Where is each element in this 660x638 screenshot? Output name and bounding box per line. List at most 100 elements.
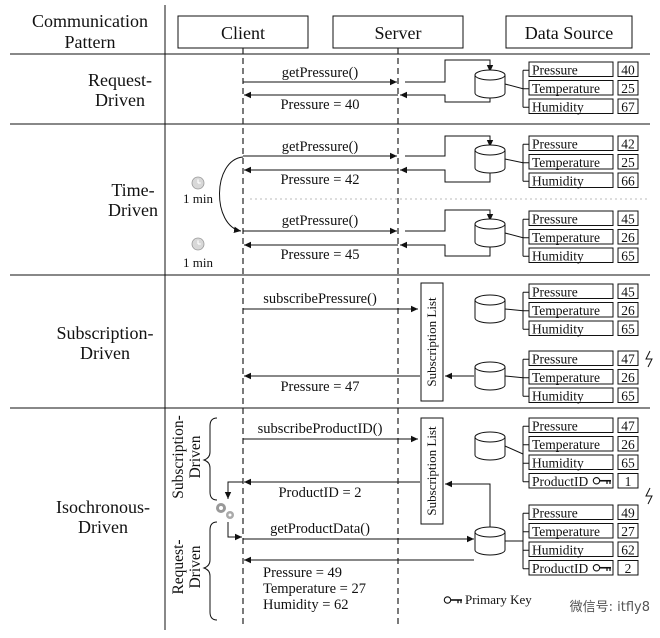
request-trigger-arrow: [227, 522, 242, 541]
field-value: 65: [621, 249, 635, 264]
field-value: 26: [621, 303, 635, 318]
table-cell-value: [617, 154, 639, 170]
sub-bracket-label: Subscription-: [170, 415, 187, 499]
table-cell-name: [528, 135, 614, 151]
field-name: Temperature: [532, 230, 600, 245]
field-value: 66: [621, 174, 635, 189]
iso-response-label-1: ProductID = 2: [278, 485, 361, 501]
table-cell-name: [528, 154, 614, 170]
field-value: 45: [621, 212, 635, 227]
database-icon: [474, 294, 506, 324]
table-cell-value: [617, 98, 639, 114]
table-cell-name: [528, 541, 614, 557]
field-name: ProductID: [532, 561, 588, 576]
database-icon: [474, 526, 506, 556]
interval-label: 1 min: [183, 191, 213, 206]
request-call-label: getPressure(): [282, 65, 359, 81]
table-cell-name: [528, 247, 614, 263]
table-cell-value: [617, 387, 639, 403]
field-value: 49: [621, 506, 635, 521]
time-response-label-1: Pressure = 42: [280, 172, 359, 188]
table-cell-value: [617, 135, 639, 151]
field-value: 26: [621, 437, 635, 452]
trigger-arrow: [224, 481, 243, 499]
field-name: Pressure: [532, 212, 578, 227]
table-cell-name: [528, 387, 614, 403]
table-cell-name: [528, 172, 614, 188]
table-cell-name: [528, 473, 614, 489]
row-label-time-driven: Time-: [111, 180, 154, 200]
table-cell-value: [617, 247, 639, 263]
table-cell-name: [528, 369, 614, 385]
field-name: Temperature: [532, 437, 600, 452]
data-source-header: Data Source: [525, 23, 613, 43]
table-cell-value: [617, 80, 639, 96]
table-cell-value: [617, 350, 639, 366]
field-name: Humidity: [532, 249, 584, 264]
table-cell-name: [528, 61, 614, 77]
table-cell-value: [617, 229, 639, 245]
row-label-subscription-driven: Subscription-: [57, 323, 154, 343]
field-value: 47: [621, 419, 635, 434]
table-cell-value: [617, 210, 639, 226]
field-name: Pressure: [532, 285, 578, 300]
req-bracket-label: Request-: [170, 539, 187, 594]
field-value: 65: [621, 389, 635, 404]
field-name: ProductID: [532, 474, 588, 489]
subscription-list-box: [420, 282, 444, 402]
database-icon: [474, 69, 506, 99]
repeat-interval-arrow: [219, 156, 244, 233]
field-value: 40: [621, 63, 635, 78]
field-name: Humidity: [532, 322, 584, 337]
field-value: 2: [625, 561, 632, 576]
data-source-header-box: [505, 15, 633, 49]
timer-icon: [191, 237, 205, 251]
request-response-label: Pressure = 40: [280, 97, 359, 113]
field-name: Temperature: [532, 370, 600, 385]
table-cell-value: [617, 61, 639, 77]
database-icon: [474, 144, 506, 174]
database-icon: [474, 361, 506, 391]
table-cell-value: [617, 302, 639, 318]
row-label-request-driven-2: Driven: [95, 90, 145, 110]
field-name: Temperature: [532, 81, 600, 96]
field-value: 25: [621, 155, 635, 170]
field-value: 25: [621, 81, 635, 96]
table-cell-name: [528, 210, 614, 226]
iso-notify-arrow: [445, 480, 491, 528]
table-cell-name: [528, 283, 614, 299]
req-bracket-label-2: Driven: [187, 545, 204, 588]
field-value: 65: [621, 456, 635, 471]
time-response-label-2: Pressure = 45: [280, 247, 359, 263]
field-name: Humidity: [532, 389, 584, 404]
field-name: Humidity: [532, 100, 584, 115]
field-value: 27: [621, 524, 635, 539]
subscription-list-label: Subscription List: [424, 297, 439, 387]
field-name: Pressure: [532, 137, 578, 152]
subscription-list-box: [420, 417, 444, 525]
table-cell-name: [528, 523, 614, 539]
table-cell-value: [617, 172, 639, 188]
table-cell-name: [528, 436, 614, 452]
table-cell-name: [528, 417, 614, 433]
table-cell-name: [528, 80, 614, 96]
field-value: 62: [621, 543, 635, 558]
table-cell-value: [617, 369, 639, 385]
iso-response-line-2: Temperature = 27: [263, 581, 366, 597]
iso-call-label-2: getProductData(): [270, 521, 370, 537]
field-value: 26: [621, 370, 635, 385]
field-value: 45: [621, 285, 635, 300]
subscription-list-label: Subscription List: [424, 426, 439, 516]
iso-response-line-1: Pressure = 49: [263, 565, 342, 581]
time-call-label-1: getPressure(): [282, 139, 359, 155]
timer-icon: [191, 176, 205, 190]
table-cell-value: [617, 454, 639, 470]
client-header: Client: [221, 23, 265, 43]
iso-call-label-1: subscribeProductID(): [258, 421, 383, 437]
interval-label: 1 min: [183, 255, 213, 270]
